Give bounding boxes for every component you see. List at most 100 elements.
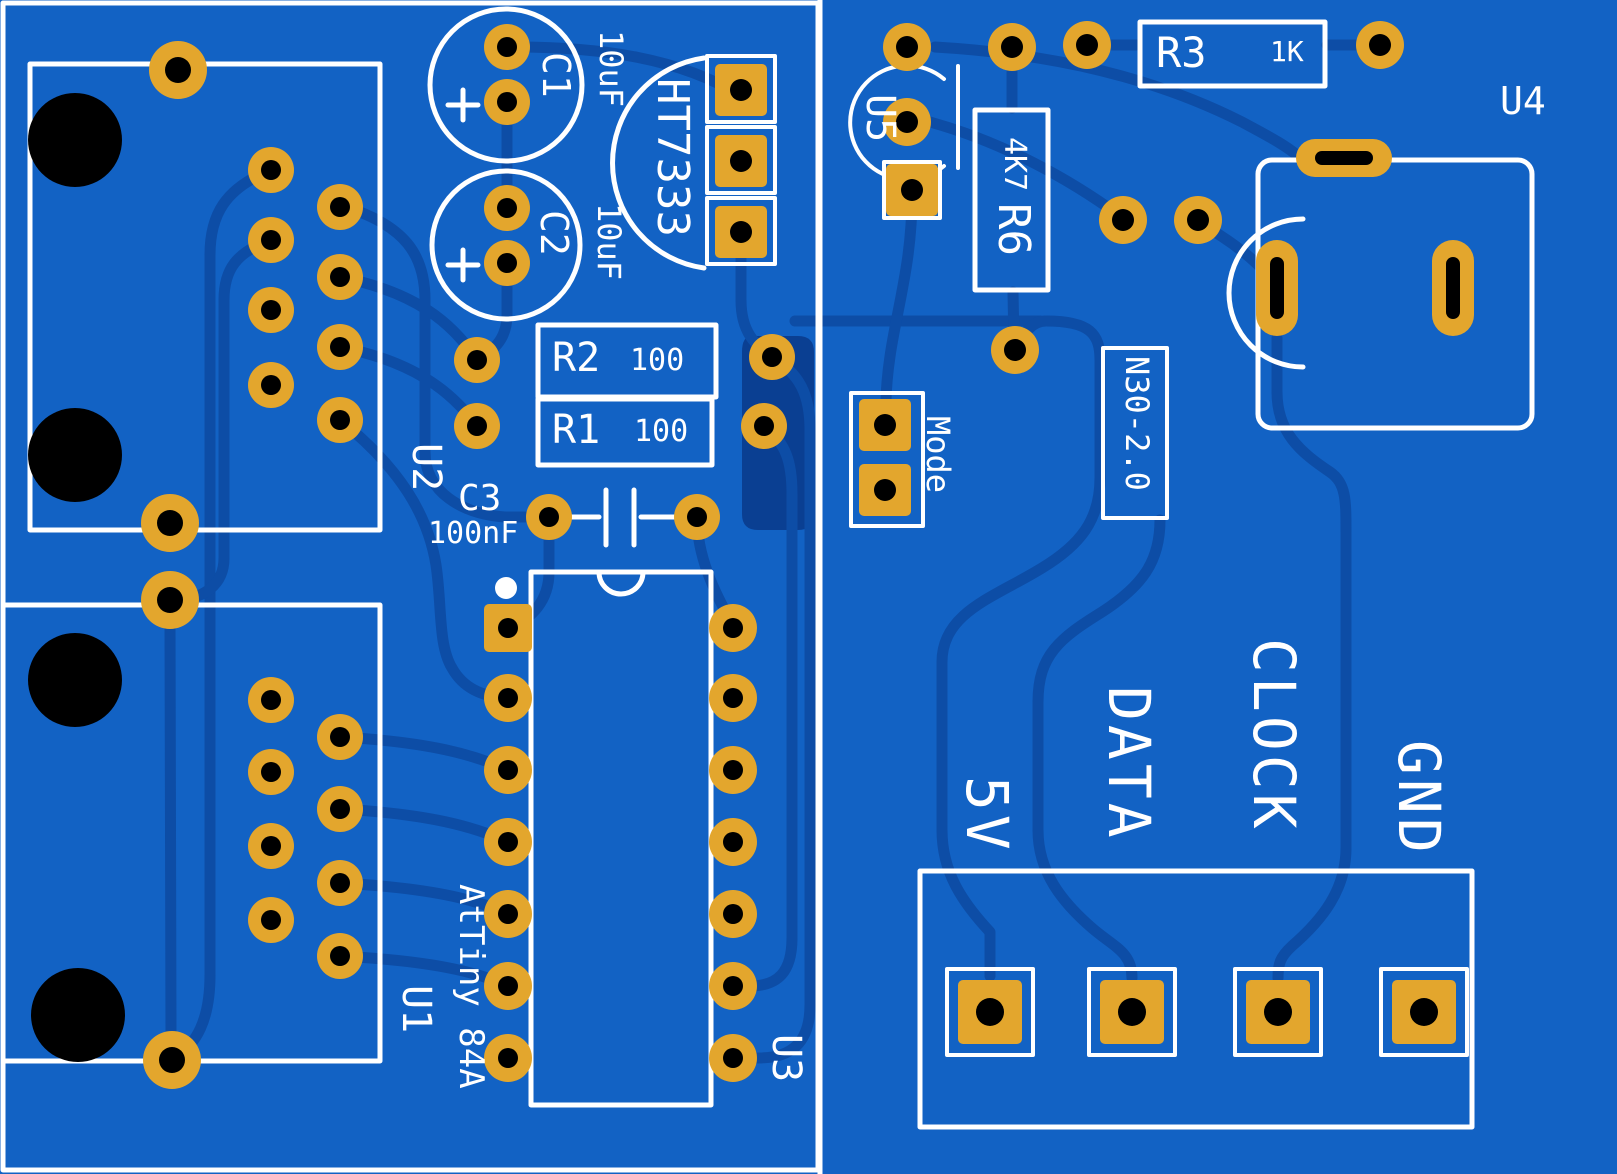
copper-trace: [936, 315, 1106, 982]
through-hole-pad: [526, 494, 572, 540]
label-c3-value: 100nF: [428, 516, 519, 551]
through-hole-pad: [143, 1031, 201, 1089]
label-pin-gnd: GND: [1385, 740, 1453, 857]
copper-trace: [334, 803, 514, 848]
through-hole-pad: [317, 786, 363, 832]
through-hole-pad: [1174, 196, 1222, 244]
label-u3-ref: U3: [763, 1034, 809, 1083]
through-hole-pad: [248, 677, 294, 723]
copper-trace: [172, 234, 277, 606]
c2-polarity-mark: [445, 247, 481, 283]
square-pad: [859, 464, 911, 516]
through-hole-pad: [317, 184, 363, 230]
through-hole-pad: [484, 890, 532, 938]
square-pad: [886, 164, 938, 216]
through-hole-pad: [454, 403, 500, 449]
motor-outline: [1101, 346, 1169, 520]
copper-trace: [1271, 332, 1352, 984]
label-u2-ref: U2: [403, 443, 449, 492]
c2-outline: [429, 168, 583, 322]
mounting-hole: [31, 968, 125, 1062]
pin-pad-box-gnd: [1379, 967, 1469, 1057]
label-r6-value: 4K7: [997, 137, 1032, 192]
label-r1-value: 100: [634, 414, 689, 449]
through-hole-pad: [149, 41, 207, 99]
through-hole-pad: [484, 674, 532, 722]
square-pad: [715, 64, 767, 116]
label-u5-ref: U5: [857, 94, 903, 143]
through-hole-pad: [709, 1034, 757, 1082]
through-hole-pad: [484, 818, 532, 866]
through-hole-pad: [248, 147, 294, 193]
square-pad: [484, 604, 532, 652]
label-c1-ref: C1: [534, 52, 578, 98]
through-hole-pad: [1099, 196, 1147, 244]
label-r2-value: 100: [630, 343, 685, 378]
c3-capacitor-symbol: [560, 487, 683, 548]
through-hole-pad: [988, 23, 1036, 71]
through-hole-pad: [248, 897, 294, 943]
regulator-outline: [610, 55, 707, 271]
square-pad: [1392, 980, 1456, 1044]
u1-outline: [528, 569, 714, 1108]
through-hole-pad: [248, 749, 294, 795]
through-hole-pad: [248, 362, 294, 408]
copper-trace: [879, 190, 918, 429]
through-hole-pad: [749, 334, 795, 380]
label-c3-ref: C3: [458, 478, 502, 519]
u1-pin1-dot: [495, 577, 517, 599]
label-regulator: HT7333: [647, 78, 698, 237]
copper-trace: [340, 201, 555, 523]
c1-polarity-mark: [445, 87, 481, 123]
regulator-pad-box-1: [705, 54, 777, 124]
copper-trace: [727, 351, 816, 1064]
label-pin-5v: 5V: [953, 776, 1021, 854]
through-hole-pad: [741, 403, 787, 449]
through-hole-pad: [317, 860, 363, 906]
pin-pad-box-clock: [1233, 967, 1323, 1057]
label-r1-ref: R1: [552, 407, 601, 453]
label-c2-ref: C2: [532, 210, 576, 256]
square-pad: [715, 135, 767, 187]
label-u1-value: AtTiny 84A: [451, 884, 491, 1089]
through-hole-pad: [248, 217, 294, 263]
through-hole-pad: [709, 674, 757, 722]
through-hole-pad: [248, 823, 294, 869]
through-hole-pad: [709, 604, 757, 652]
through-hole-pad: [141, 571, 199, 629]
through-hole-pad: [317, 397, 363, 443]
label-r2-ref: R2: [552, 335, 601, 381]
copper-trace: [1032, 514, 1166, 984]
through-hole-pad: [709, 746, 757, 794]
through-hole-pad: [317, 324, 363, 370]
through-hole-pad: [1063, 21, 1111, 69]
label-pin-data: DATA: [1095, 686, 1163, 842]
label-r3-ref: R3: [1156, 28, 1207, 77]
label-motor: N30-2.0: [1118, 356, 1156, 491]
square-pad: [958, 980, 1022, 1044]
label-c1-value: 10uF: [592, 30, 630, 108]
label-u1-ref: U1: [393, 985, 439, 1034]
copper-trace: [727, 420, 798, 992]
through-hole-pad: [484, 24, 530, 70]
through-hole-pad: [484, 185, 530, 231]
through-hole-pad: [883, 98, 931, 146]
through-hole-pad: [1356, 21, 1404, 69]
through-hole-pad: [141, 494, 199, 552]
u4-barrel-arc: [1226, 216, 1306, 370]
label-r3-value: 1K: [1270, 35, 1304, 68]
square-pad: [715, 206, 767, 258]
through-hole-pad: [248, 287, 294, 333]
copper-trace: [334, 414, 514, 704]
through-hole-pad: [484, 240, 530, 286]
pin-pad-box-5v: [945, 967, 1035, 1057]
square-pad: [1100, 980, 1164, 1044]
mounting-hole: [28, 633, 122, 727]
mounting-hole: [28, 93, 122, 187]
through-hole-pad: [484, 79, 530, 125]
u4-outline: [1255, 157, 1535, 431]
square-pad: [1246, 980, 1310, 1044]
through-hole-pad: [484, 746, 532, 794]
through-hole-pad: [883, 23, 931, 71]
mode-header-outline: [849, 391, 925, 528]
